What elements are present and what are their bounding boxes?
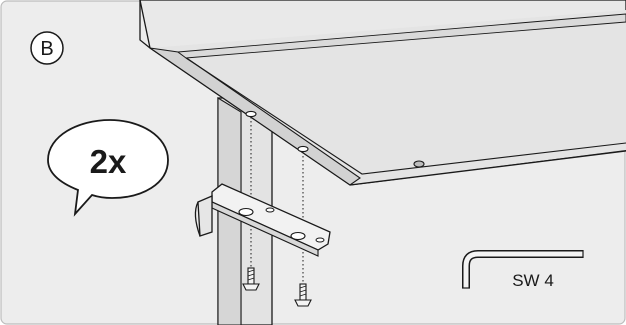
step-label: B (40, 38, 53, 60)
screw-hole-2 (298, 146, 308, 151)
insert-nut (414, 161, 424, 167)
screw-hole-1 (246, 111, 256, 116)
quantity-text: 2x (90, 143, 127, 180)
step-badge: B (31, 32, 63, 64)
tool-size-label: SW 4 (512, 271, 554, 290)
